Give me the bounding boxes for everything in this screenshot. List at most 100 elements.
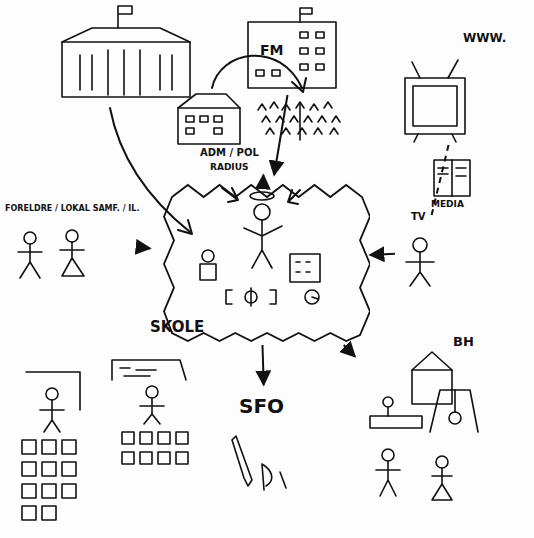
head [66,230,78,242]
tv-screen [413,86,457,126]
book [434,160,470,196]
town-hall [178,108,240,144]
head [24,232,36,244]
body [406,252,434,286]
small-arrow [222,188,238,202]
office-building [248,8,336,88]
media-book: MEDIA [425,150,480,220]
arrow-head [178,220,192,234]
admin-group: ADM / POL RADIUS [170,85,360,185]
adult-body [432,468,452,500]
influence-arrow [138,247,150,248]
desks [122,432,188,464]
symbol [250,288,252,306]
node-label: FM [260,43,284,58]
parent-figures [18,230,84,278]
node-label: SKOLE [150,319,204,336]
body [18,244,42,278]
adult-head [382,449,394,461]
flag [118,6,132,28]
flag [300,8,312,22]
kindergarten [370,352,478,500]
desks [22,440,76,520]
teacher-body [140,398,164,424]
node-label: RADIUS [210,163,249,173]
admin-buildings [178,94,340,144]
school-interior [200,192,320,306]
node-label: MEDIA [431,200,464,210]
swing-frame [430,390,478,432]
adult-head [436,456,448,468]
pupil-body [200,264,216,280]
node-label: WWW. [463,32,506,45]
parents-group: FORELDRE / LOKAL SAMF. / IL. [3,195,138,285]
influence-arrow [262,175,264,185]
stick-figure [406,238,434,286]
influence-arrow [274,95,287,175]
node-label: ADM / POL [200,147,259,158]
board [112,360,186,380]
pencil [232,436,252,486]
tv-figure: TV [395,215,450,290]
body [60,242,84,276]
clock-hand [312,297,318,299]
bh-roof [412,352,452,370]
board [26,372,80,410]
node-label: FORELDRE / LOKAL SAMF. / IL. [5,205,139,214]
office-building: FM [240,5,350,95]
teacher-body [40,400,64,432]
windows [296,262,310,272]
sfo-group: SFO [225,385,305,475]
classroom [22,372,80,520]
adult-body [376,461,400,496]
television [405,60,465,142]
teacher-body [244,220,282,268]
bh-group: BH [355,335,480,505]
child-head [383,397,393,407]
bh-building [412,370,452,404]
influence-arrow [263,345,264,385]
curved-arrow [212,56,302,88]
small-building [290,254,320,282]
influence-arrow [432,145,449,215]
pupil-head [202,250,214,262]
influence-arrow [370,254,395,255]
windows [186,116,222,134]
teacher-head [146,386,158,398]
divider [299,104,301,140]
tv-box: WWW. [395,30,530,145]
sandbox [370,416,422,428]
tv-case [405,78,465,134]
school-box: SKOLE [150,175,370,345]
crowd [258,102,340,134]
node-label: BH [453,335,474,349]
building-roof [62,28,190,42]
swing-rope [454,390,456,412]
book-lines [438,160,466,196]
classroom [112,360,188,464]
child-body [387,407,389,416]
arrow-head [292,78,306,92]
building-body [62,42,190,97]
teacher-head [46,388,58,400]
building-columns [80,50,172,95]
windows [256,32,324,76]
jagged-border [164,185,370,341]
clock [305,290,319,304]
ministry-building [62,6,190,97]
scribble [262,464,286,490]
head [413,238,427,252]
node-label: SFO [239,395,284,417]
node-label: TV [411,211,426,222]
board-writing [120,368,156,376]
book-cover [434,160,470,196]
teacher-head [254,204,270,220]
swing-child [449,412,461,424]
influence-arrow [344,345,355,357]
building-body [248,22,336,88]
tv-antenna [412,60,458,142]
town-hall-roof [178,94,240,108]
